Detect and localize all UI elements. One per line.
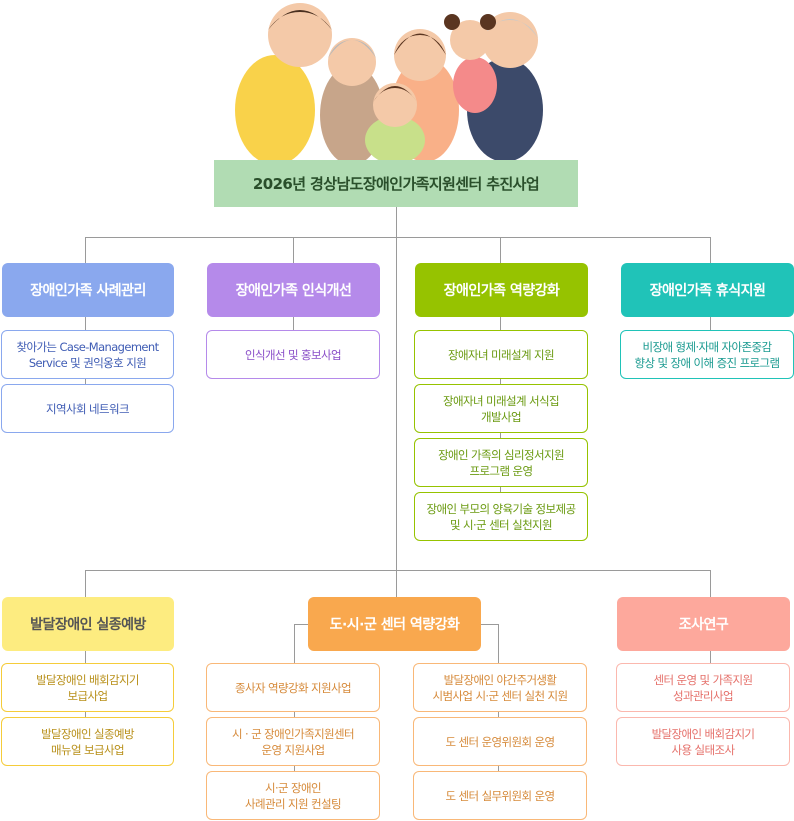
category-awareness[interactable]: 장애인가족 인식개선 xyxy=(207,263,380,317)
item-wander-detector[interactable]: 발달장애인 배회감지기 보급사업 xyxy=(1,663,174,712)
category-center-capacity[interactable]: 도·시·군 센터 역량강화 xyxy=(308,597,481,651)
item-working-committee[interactable]: 도 센터 실무위원회 운영 xyxy=(413,771,587,820)
category-capacity[interactable]: 장애인가족 역량강화 xyxy=(415,263,588,317)
item-psych-support[interactable]: 장애인 가족의 심리정서지원 프로그램 운영 xyxy=(414,438,588,487)
item-case-management-service[interactable]: 찾아가는 Case-Management Service 및 권익옹호 지원 xyxy=(1,330,174,379)
category-case-management[interactable]: 장애인가족 사례관리 xyxy=(2,263,174,317)
category-research[interactable]: 조사연구 xyxy=(617,597,790,651)
category-missing-prevention[interactable]: 발달장애인 실종예방 xyxy=(2,597,174,651)
item-case-consulting[interactable]: 시·군 장애인 사례관리 지원 컨설팅 xyxy=(206,771,380,820)
item-parenting-info[interactable]: 장애인 부모의 양육기술 정보제공 및 시·군 센터 실천지원 xyxy=(414,492,588,541)
item-community-network[interactable]: 지역사회 네트워크 xyxy=(1,384,174,433)
item-staff-training[interactable]: 종사자 역량강화 지원사업 xyxy=(206,663,380,712)
item-center-operation[interactable]: 시 · 군 장애인가족지원센터 운영 지원사업 xyxy=(206,717,380,766)
item-awareness-pr[interactable]: 인식개선 및 홍보사업 xyxy=(206,330,380,379)
family-illustration xyxy=(235,3,543,162)
category-respite[interactable]: 장애인가족 휴식지원 xyxy=(621,263,794,317)
item-detector-survey[interactable]: 발달장애인 배회감지기 사용 실태조사 xyxy=(616,717,790,766)
item-steering-committee[interactable]: 도 센터 운영위원회 운영 xyxy=(413,717,587,766)
item-sibling-program[interactable]: 비장애 형제·자매 자아존중감 향상 및 장애 이해 증진 프로그램 xyxy=(620,330,794,379)
item-night-residence[interactable]: 발달장애인 야간주거생활 시범사업 시·군 센터 실천 지원 xyxy=(413,663,587,712)
item-future-planning[interactable]: 장애자녀 미래설계 지원 xyxy=(414,330,588,379)
item-performance-management[interactable]: 센터 운영 및 가족지원 성과관리사업 xyxy=(616,663,790,712)
chart-title: 2026년 경상남도장애인가족지원센터 추진사업 xyxy=(214,160,578,207)
item-prevention-manual[interactable]: 발달장애인 실종예방 매뉴얼 보급사업 xyxy=(1,717,174,766)
item-future-planning-forms[interactable]: 장애자녀 미래설계 서식집 개발사업 xyxy=(414,384,588,433)
